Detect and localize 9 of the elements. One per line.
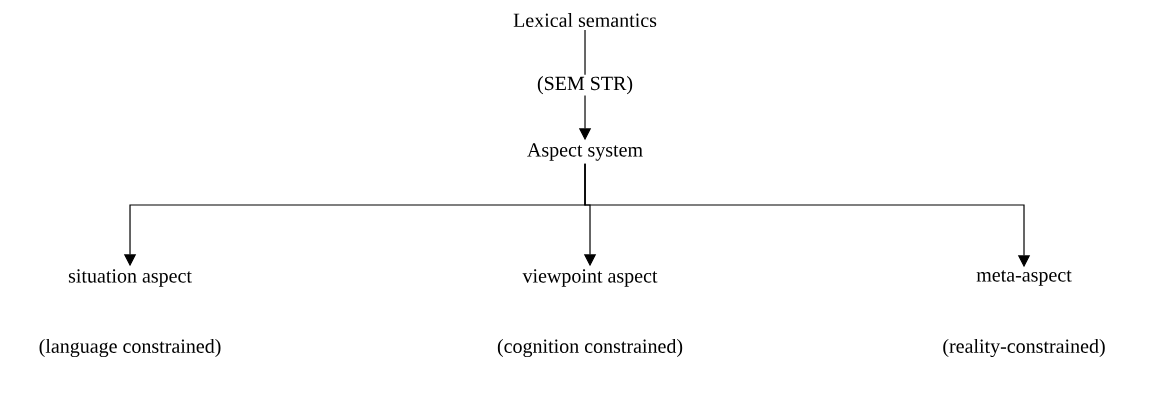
term-label: meta-aspect (976, 270, 1072, 286)
term-label: viewpoint aspect (522, 269, 658, 287)
note-text: (language constrained) (39, 338, 221, 358)
term-label: Lexical semantics (513, 12, 657, 28)
edge-label: (SEM STR) (535, 74, 635, 96)
note-text: (reality-constrained) (943, 338, 1105, 358)
term-label: Aspect system (527, 143, 643, 161)
term-label: situation aspect (68, 269, 192, 287)
note-text: (cognition constrained) (497, 338, 683, 358)
